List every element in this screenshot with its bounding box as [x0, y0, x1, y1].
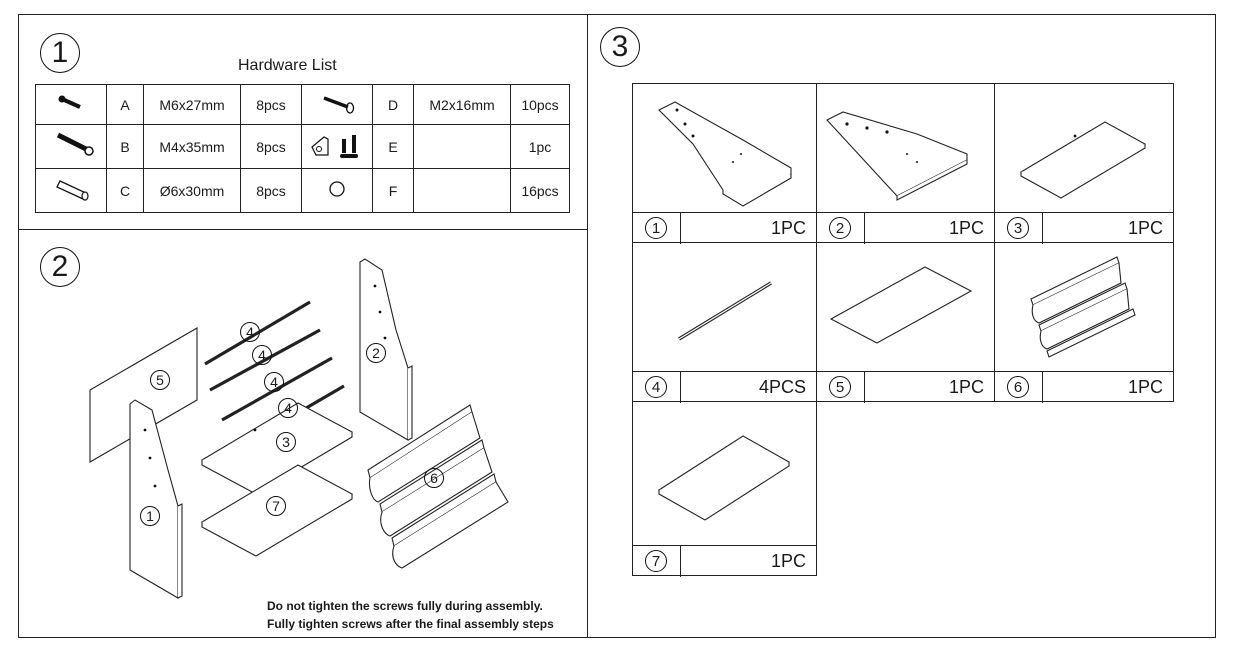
- part-number: 2: [829, 217, 851, 239]
- back-panel-part-5: [829, 266, 973, 344]
- section-3-number: 3: [600, 27, 640, 67]
- shelf-part-3: [1019, 121, 1147, 199]
- hardware-size: [413, 168, 511, 213]
- hardware-size: M2x16mm: [413, 84, 511, 125]
- section-1-number: 1: [40, 33, 80, 73]
- side-panel-part-2: [826, 111, 968, 201]
- small-screw-icon: [301, 84, 373, 125]
- table-row: A M6x27mm 8pcs D M2x16mm 10pcs: [35, 84, 570, 125]
- part-qty: 4PCS: [758, 377, 806, 397]
- wood-screw-icon: [35, 124, 107, 169]
- part-label: 5: [150, 370, 170, 390]
- part-number: 5: [829, 376, 851, 398]
- assembly-note: Do not tighten the screws fully during a…: [267, 597, 554, 633]
- table-row: C Ø6x30mm 8pcs F 16pcs: [35, 168, 570, 213]
- hardware-size: M4x35mm: [143, 124, 241, 169]
- part-image-cell: [994, 242, 1174, 372]
- back-panel-part-5: [89, 327, 198, 463]
- part-label: 6: [424, 468, 444, 488]
- hardware-size: M6x27mm: [143, 84, 241, 125]
- part-label-cell: 4 4PCS: [632, 371, 817, 403]
- table-row: B M4x35mm 8pcs E 1pc: [35, 124, 570, 169]
- part-image-cell: [632, 83, 817, 213]
- part-qty: 1PC: [770, 218, 806, 238]
- assembly-note-line: Do not tighten the screws fully during a…: [267, 599, 543, 613]
- part-label: 4: [264, 372, 284, 392]
- part-label-cell: 3 1PC: [994, 212, 1174, 244]
- part-image-cell: [632, 242, 817, 372]
- hardware-list-title: Hardware List: [238, 57, 337, 74]
- section-2-number: 2: [40, 247, 80, 287]
- hardware-letter: B: [106, 124, 144, 169]
- part-number: 3: [1007, 217, 1029, 239]
- part-number: 4: [645, 376, 667, 398]
- part-number: 7: [645, 550, 667, 572]
- hardware-letter: E: [372, 124, 414, 169]
- hardware-qty: 10pcs: [510, 84, 570, 125]
- part-qty: 1PC: [948, 218, 984, 238]
- rod-part-4: [678, 281, 772, 341]
- assembly-note-line: Fully tighten screws after the final ass…: [267, 617, 554, 631]
- section-divider-vertical: [587, 14, 589, 638]
- hardware-letter: A: [106, 84, 144, 125]
- hardware-size: [413, 124, 511, 169]
- part-label-cell: 5 1PC: [816, 371, 995, 403]
- side-panel-part-1: [658, 101, 792, 207]
- hardware-qty: 8pcs: [240, 84, 302, 125]
- part-label: 3: [276, 432, 296, 452]
- part-number: 1: [645, 217, 667, 239]
- part-label-cell: 2 1PC: [816, 212, 995, 244]
- part-qty: 1PC: [1127, 218, 1163, 238]
- wall-bracket-icon: [301, 124, 373, 169]
- part-label-cell: 1 1PC: [632, 212, 817, 244]
- part-qty: 1PC: [770, 551, 806, 571]
- part-label: 4: [252, 345, 272, 365]
- part-qty: 1PC: [948, 377, 984, 397]
- bolt-icon: [35, 84, 107, 125]
- shelf-part-7: [657, 435, 791, 521]
- part-label-cell: 7 1PC: [632, 545, 817, 577]
- page-frame: [18, 14, 1216, 638]
- part-label: 2: [366, 343, 386, 363]
- hardware-table: A M6x27mm 8pcs D M2x16mm 10pcs B M4x35mm…: [35, 84, 570, 213]
- rack-part-6: [1030, 256, 1136, 358]
- part-image-cell: [816, 83, 995, 213]
- part-label: 4: [240, 322, 260, 342]
- part-image-cell: [816, 242, 995, 372]
- part-label: 1: [140, 506, 160, 526]
- hardware-qty: 8pcs: [240, 124, 302, 169]
- hardware-size: Ø6x30mm: [143, 168, 241, 213]
- side-panel-part-1: [129, 399, 179, 599]
- part-label-cell: 6 1PC: [994, 371, 1174, 403]
- part-label: 7: [266, 496, 286, 516]
- section-divider-horizontal: [18, 229, 588, 231]
- part-image-cell: [632, 401, 817, 546]
- part-number: 6: [1007, 376, 1029, 398]
- hardware-qty: 16pcs: [510, 168, 570, 213]
- part-image-cell: [994, 83, 1174, 213]
- part-label: 4: [278, 398, 298, 418]
- part-qty: 1PC: [1127, 377, 1163, 397]
